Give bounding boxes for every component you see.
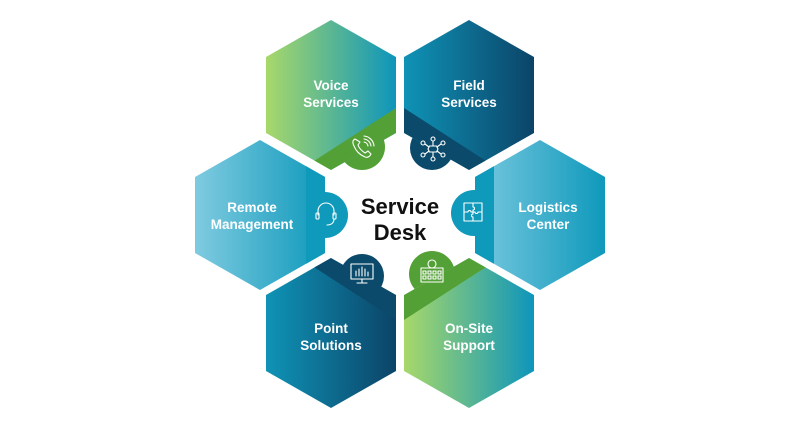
building-icon — [420, 259, 444, 283]
hexagon — [195, 140, 325, 290]
segment-label-line2: Center — [527, 217, 571, 232]
segment-point-solutions[interactable]: Point Solutions — [266, 254, 396, 408]
segment-label-line2: Support — [443, 338, 495, 353]
hexagon-band — [404, 258, 500, 320]
segment-remote-management[interactable]: Remote Management — [195, 140, 348, 290]
hexagon-band — [300, 108, 396, 170]
segment-label-line2: Services — [303, 95, 359, 110]
headset-icon — [315, 202, 337, 226]
segment-label-line2: Services — [441, 95, 497, 110]
puzzle-icon — [463, 202, 483, 222]
segment-label-line2: Management — [211, 217, 294, 232]
segment-field-services[interactable]: Field Services — [404, 20, 534, 170]
phone-icon — [352, 135, 375, 158]
segment-label-line2: Solutions — [300, 338, 362, 353]
center-title-line1: Service — [361, 194, 439, 219]
segment-logistics-center[interactable]: Logistics Center — [451, 140, 605, 290]
segment-label-line1: Remote — [227, 200, 277, 215]
hexagon-band — [300, 258, 396, 320]
segment-label-line1: Logistics — [518, 200, 577, 215]
segment-label-line1: Point — [314, 321, 348, 336]
segment-label-line1: Voice — [313, 78, 349, 93]
segment-label-line1: On-Site — [445, 321, 493, 336]
segment-label-line1: Field — [453, 78, 485, 93]
center-title: Service Desk — [361, 194, 439, 245]
segment-on-site-support[interactable]: On-Site Support — [404, 251, 534, 408]
hexagon — [475, 140, 605, 290]
network-hub-icon — [420, 136, 446, 162]
center-title-line2: Desk — [374, 220, 427, 245]
hexagon-band — [404, 108, 500, 170]
hexagon-band — [475, 140, 494, 290]
segment-voice-services[interactable]: Voice Services — [266, 20, 396, 170]
monitor-chart-icon — [350, 263, 374, 284]
